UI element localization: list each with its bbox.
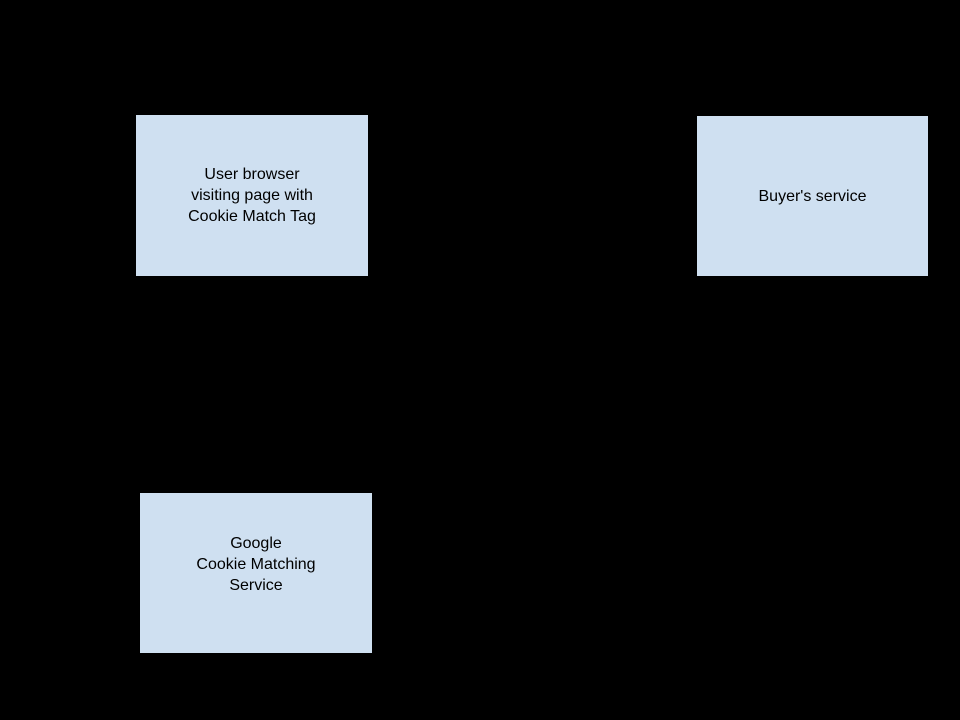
diagram-node-buyers-service-label: Buyer's service	[758, 187, 867, 205]
diagram-node-google-cookie-matching-service-label: Google Cookie Matching Service	[196, 534, 316, 594]
diagram-node-user-browser-label: User browser visiting page with Cookie M…	[188, 166, 316, 225]
diagram-node-google-cookie-matching-service[interactable]: Google Cookie Matching Service	[140, 493, 372, 653]
diagram-node-buyers-service[interactable]: Buyer's service	[697, 116, 928, 276]
diagram-node-user-browser[interactable]: User browser visiting page with Cookie M…	[136, 115, 368, 276]
